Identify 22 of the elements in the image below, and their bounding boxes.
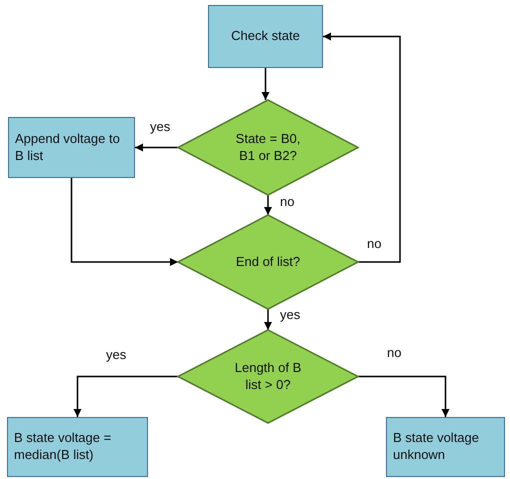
decision-diamond [178,330,358,423]
node-label: End of list? [234,254,302,270]
node-label: Append voltage to B list [14,130,121,164]
process-box [8,117,135,178]
arrow [323,32,401,263]
node-label: B state voltage = median(B list) [13,430,112,464]
arrow [135,144,178,152]
decision-diamond [178,100,358,195]
arrow [74,376,178,417]
process-box [7,417,148,477]
process-box [386,417,505,477]
arrow [262,68,270,100]
process-box [208,5,323,68]
node-label: State = B0, B1 or B2? [234,130,302,164]
decision-diamond [178,215,358,309]
arrow [70,178,178,266]
node-label: Check state [230,28,301,45]
node-label: B state voltage unknown [392,430,480,464]
arrow [264,309,272,330]
node-label: Length of B list > 0? [234,360,302,394]
arrow [264,195,272,215]
arrow [358,376,450,417]
